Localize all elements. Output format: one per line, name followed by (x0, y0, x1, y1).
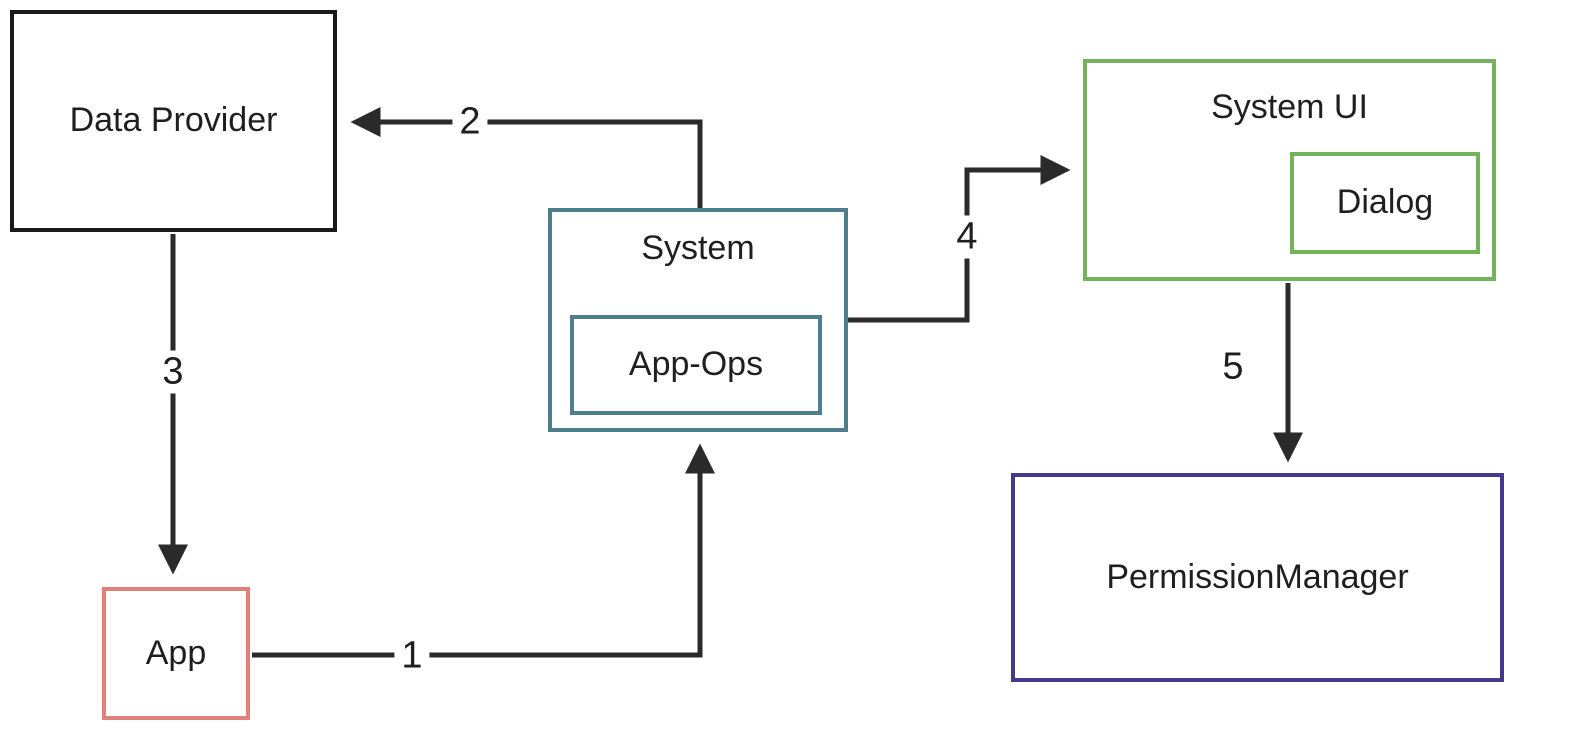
node-data-provider: Data Provider (10, 10, 337, 232)
edge-label-1: 1 (394, 634, 430, 678)
node-app: App (102, 587, 250, 720)
node-app-ops-label: App-Ops (628, 345, 764, 384)
node-data-provider-label: Data Provider (69, 101, 278, 140)
node-system-ui-label: System UI (1211, 88, 1368, 126)
edge-label-3: 3 (155, 350, 191, 394)
node-permission-manager: PermissionManager (1011, 473, 1504, 682)
node-app-ops: App-Ops (570, 315, 822, 415)
node-system: System App-Ops (548, 208, 848, 432)
node-system-label: System (641, 229, 755, 267)
arrow-1 (252, 443, 715, 658)
arrow-2 (350, 107, 703, 210)
node-system-ui: System UI Dialog (1083, 59, 1496, 281)
edge-label-2: 2 (452, 100, 488, 144)
node-dialog-label: Dialog (1336, 183, 1434, 222)
edge-label-5: 5 (1215, 345, 1251, 389)
node-permission-manager-label: PermissionManager (1106, 557, 1409, 596)
node-dialog: Dialog (1290, 152, 1480, 254)
node-app-label: App (145, 633, 207, 672)
edge-label-4: 4 (949, 215, 985, 259)
